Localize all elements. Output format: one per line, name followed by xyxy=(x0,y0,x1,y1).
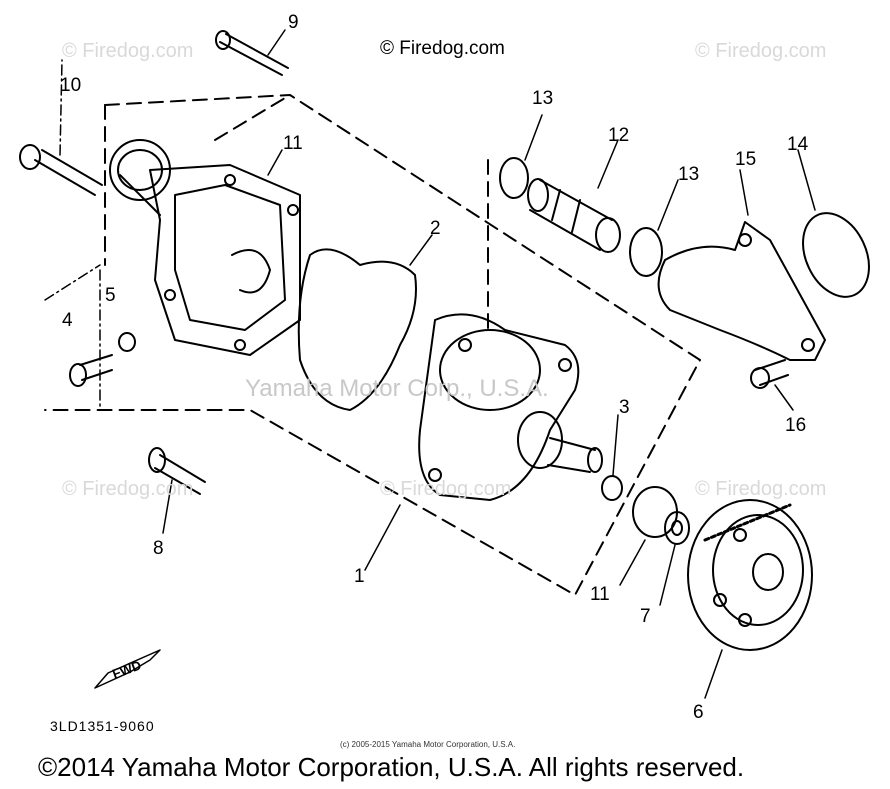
o-ring-13 xyxy=(499,157,529,199)
watermark: © Firedog.com xyxy=(62,478,194,500)
center-watermark: Yamaha Motor Corp., U.S.A. xyxy=(245,375,549,402)
callout-9: 9 xyxy=(288,12,299,33)
outlet-15 xyxy=(657,221,826,361)
callout-1: 1 xyxy=(354,566,365,587)
watermark: © Firedog.com xyxy=(695,40,827,62)
brand-watermark: © Firedog.com xyxy=(380,38,505,59)
callout-10: 10 xyxy=(60,75,82,96)
bolt-4 xyxy=(69,354,113,387)
callout-4: 4 xyxy=(62,310,73,331)
small-copyright: (c) 2005-2015 Yamaha Motor Corporation, … xyxy=(340,740,516,749)
bolt-8 xyxy=(148,447,206,495)
copyright-footer: ©2014 Yamaha Motor Corporation, U.S.A. A… xyxy=(38,752,745,782)
gasket-2 xyxy=(297,248,417,411)
callout-5: 5 xyxy=(105,285,116,306)
bolt-16 xyxy=(750,359,789,389)
callout-6: 6 xyxy=(693,702,704,723)
circlip-11 xyxy=(632,486,678,538)
watermark: © Firedog.com xyxy=(62,40,194,62)
pump-cover-11 xyxy=(109,139,301,356)
callout-14: 14 xyxy=(787,134,809,155)
callout-16: 16 xyxy=(785,415,807,436)
callout-2: 2 xyxy=(430,218,441,239)
callout-11-cover: 11 xyxy=(283,133,303,154)
callout-12: 12 xyxy=(608,125,630,146)
callout-3: 3 xyxy=(619,397,630,418)
callout-8: 8 xyxy=(153,538,164,559)
seal-3 xyxy=(601,475,623,501)
callout-13-right: 13 xyxy=(678,164,700,185)
part-number: 3LD1351-9060 xyxy=(50,718,155,734)
o-ring-14 xyxy=(802,212,870,298)
callout-15: 15 xyxy=(735,149,757,170)
watermark: © Firedog.com xyxy=(380,478,512,500)
dash-dot-lines xyxy=(44,59,101,411)
washer-7 xyxy=(664,511,690,545)
watermark: © Firedog.com xyxy=(695,478,827,500)
pump-body-1 xyxy=(418,313,603,501)
pipe-12 xyxy=(527,178,621,253)
callout-7: 7 xyxy=(640,606,651,627)
callout-13-top: 13 xyxy=(532,88,554,109)
assembly-outline xyxy=(44,94,701,596)
callout-11-circlip: 11 xyxy=(590,584,610,605)
leader-lines xyxy=(162,29,816,699)
washer-5 xyxy=(118,332,136,352)
fwd-arrow-box xyxy=(94,649,161,689)
gear-6 xyxy=(687,499,813,651)
bolt-10 xyxy=(19,144,103,196)
o-ring-13 xyxy=(629,227,663,277)
bolt-9 xyxy=(215,30,289,76)
